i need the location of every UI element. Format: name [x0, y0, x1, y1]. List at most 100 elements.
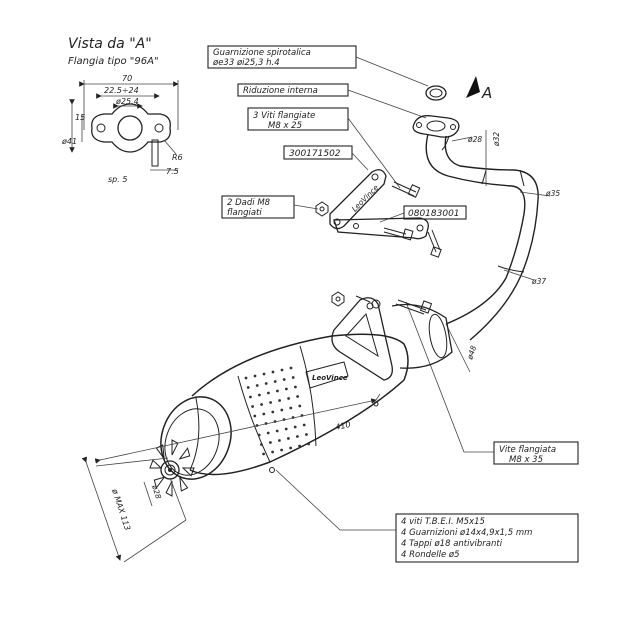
perforation-dot: [287, 437, 290, 440]
perforation-dot: [302, 423, 306, 427]
dim-410: 410: [335, 420, 352, 432]
perforation-dot: [285, 387, 288, 391]
svg-text:Riduzione interna: Riduzione interna: [243, 86, 318, 96]
perforation-dot: [280, 368, 284, 372]
perforation-dot: [253, 374, 257, 378]
perforation-dot: [258, 393, 261, 397]
view-subtitle: Flangia tipo "96A": [68, 56, 159, 67]
perforation-dot: [278, 399, 281, 402]
perforation-dot: [267, 391, 270, 395]
inlet-flange: [412, 115, 460, 138]
perforation-dot: [271, 410, 275, 414]
perforation-dot: [307, 442, 310, 446]
perforation-dot: [278, 439, 281, 442]
label-kit: 4 viti T.B.E.I. M5x15 4 Guarnizioni ø14x…: [395, 513, 579, 563]
dim-41: ø41: [61, 137, 77, 146]
perforation-dot: [289, 406, 293, 410]
perforation-dot: [255, 384, 259, 387]
perforation-dot: [296, 435, 299, 438]
label-reduction: Riduzione interna: [237, 83, 349, 97]
dim-37: ø37: [531, 277, 546, 286]
svg-text:4 Guarnizioni ø14x4,9x1,5 mm: 4 Guarnizioni ø14x4,9x1,5 mm: [401, 528, 532, 538]
svg-text:300171502: 300171502: [289, 149, 341, 159]
perforation-dot: [289, 366, 293, 370]
dim-sp5: sp. 5: [108, 175, 127, 184]
perforation-dot: [269, 401, 272, 404]
end-cap-fin: [149, 459, 163, 469]
dim-7-5: 7.5: [166, 167, 179, 176]
label-gasket: Guarnizione spirotalica øe33 øi25,3 h.4: [207, 45, 357, 69]
cone-connector: [391, 303, 453, 369]
svg-text:4 Tappi ø18 antivibranti: 4 Tappi ø18 antivibranti: [401, 539, 503, 549]
perforation-dot: [287, 397, 290, 400]
perforation-dots: [244, 366, 310, 456]
dim-35: ø35: [545, 189, 560, 198]
perforation-dot: [298, 404, 302, 408]
dim-70: 70: [122, 74, 132, 83]
label-part-b: 080183001: [403, 205, 467, 220]
perforation-dot: [289, 446, 292, 450]
view-title: Vista da "A": [68, 36, 152, 52]
bolts: [315, 181, 442, 315]
perforation-dot: [269, 441, 272, 444]
svg-text:flangiati: flangiati: [227, 208, 262, 218]
label-part-a: 300171502: [283, 145, 353, 160]
gasket-ring: [425, 85, 447, 101]
svg-text:4 Rondelle ø5: 4 Rondelle ø5: [401, 550, 460, 560]
dim-r6: R6: [172, 153, 183, 162]
dim-25-4: ø25.4: [115, 97, 139, 106]
bracket-brand: LeoVince: [350, 183, 381, 214]
perforation-dot: [251, 405, 255, 408]
perforation-dot: [249, 395, 252, 399]
perforation-dot: [273, 380, 277, 383]
perforation-dot: [293, 425, 297, 429]
perforation-dot: [296, 395, 299, 398]
perforation-dot: [294, 385, 297, 389]
perforation-dot: [276, 389, 279, 393]
bracket-080183001: [333, 217, 429, 240]
muffler-hanger: [331, 297, 393, 381]
perforation-dot: [280, 408, 284, 412]
svg-text:Guarnizione spirotalica: Guarnizione spirotalica: [213, 48, 311, 58]
header-pipe: [425, 133, 539, 341]
end-cap-fin: [181, 467, 195, 477]
svg-text:M8 x 35: M8 x 35: [509, 455, 543, 465]
perforation-dot: [257, 433, 261, 437]
view-arrow-icon: [466, 76, 480, 98]
perforation-dot: [271, 450, 274, 454]
muffler-body: LeoVince: [189, 333, 409, 476]
label-screws: 3 Viti flangiate M8 x 25: [247, 107, 349, 131]
view-arrow-label: A: [481, 84, 492, 102]
end-cap-fin: [171, 439, 179, 456]
dim-32: ø32: [492, 132, 501, 147]
svg-text:2 Dadi M8: 2 Dadi M8: [227, 198, 271, 208]
perforation-dot: [262, 372, 266, 376]
perforation-dot: [262, 452, 265, 456]
perforation-dot: [284, 427, 288, 431]
end-cap-fin: [153, 476, 166, 489]
dim-max-113: ø MAX 113: [110, 487, 132, 532]
perforation-dot: [305, 433, 308, 436]
dim-15: 15: [75, 113, 85, 122]
dim-22-5: 22.5÷24: [104, 86, 139, 95]
perforation-dot: [264, 382, 268, 385]
svg-text:M8 x 25: M8 x 25: [268, 121, 302, 131]
perforation-dot: [275, 429, 279, 433]
perforation-dot: [266, 431, 270, 435]
svg-text:Vite flangiata: Vite flangiata: [499, 445, 556, 455]
muffler-brand: LeoVince: [312, 374, 348, 382]
perforation-dot: [244, 376, 248, 380]
label-nuts: 2 Dadi M8 flangiati: [221, 195, 295, 219]
perforation-dot: [271, 370, 275, 374]
perforation-dot: [282, 378, 286, 381]
svg-text:4 viti T.B.E.I. M5x15: 4 viti T.B.E.I. M5x15: [401, 517, 485, 527]
end-cap-fin: [179, 475, 189, 492]
perforation-dot: [246, 386, 250, 389]
end-cap-fin: [165, 480, 173, 497]
dim-28-top: ø28: [467, 135, 482, 144]
svg-text:øe33 øi25,3 h.4: øe33 øi25,3 h.4: [212, 58, 280, 68]
svg-text:3 Viti flangiate: 3 Viti flangiate: [253, 111, 315, 121]
perforation-dot: [260, 443, 263, 446]
dim-28-tail: ø28: [150, 483, 163, 500]
